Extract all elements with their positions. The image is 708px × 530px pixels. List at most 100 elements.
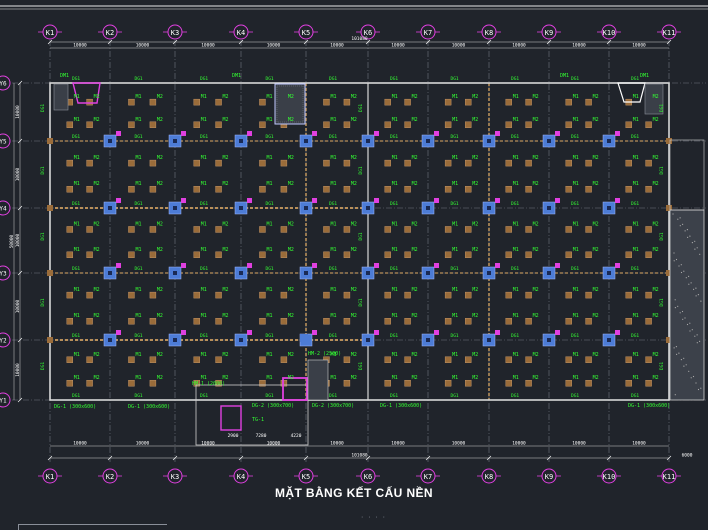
pile-cap bbox=[259, 98, 266, 106]
ramp-hatch-dot bbox=[684, 230, 686, 232]
pile-cap-label: M1 bbox=[330, 247, 336, 253]
pile-cap bbox=[215, 291, 222, 299]
pile-cap-label: M2 bbox=[223, 352, 229, 358]
pile-cap bbox=[444, 356, 452, 363]
lift-pit-top bbox=[274, 83, 306, 125]
pile-cap bbox=[585, 226, 592, 233]
pile-cap-label: M1 bbox=[266, 181, 272, 187]
dim-top-overall: 101080 bbox=[351, 36, 368, 42]
pile-cap-label: M1 bbox=[452, 287, 458, 293]
pile-cap bbox=[86, 318, 93, 325]
pile-cap bbox=[128, 98, 135, 106]
beam-label: DG1 bbox=[631, 333, 639, 339]
pile-cap-label: M1 bbox=[74, 181, 80, 187]
ramp-hatch-dot bbox=[684, 317, 686, 319]
pile-cap-label: M2 bbox=[157, 287, 163, 293]
pile-cap bbox=[215, 159, 222, 167]
pile-cap bbox=[645, 186, 652, 193]
pile-cap bbox=[323, 121, 330, 128]
pile-cap bbox=[128, 226, 135, 233]
beam-label: DG1 bbox=[72, 266, 80, 272]
pile-cap-label: M2 bbox=[94, 94, 100, 100]
pile-cap bbox=[525, 251, 532, 259]
dim-tick bbox=[17, 205, 23, 211]
ramp-hatch-dot bbox=[694, 335, 696, 337]
pile-cap-label: M2 bbox=[94, 181, 100, 187]
lift-pit-bottom bbox=[307, 359, 329, 401]
pile-cap-label: M2 bbox=[593, 155, 599, 161]
beam-label: DG1 bbox=[451, 266, 459, 272]
pile-cap-label: M2 bbox=[157, 94, 163, 100]
pile-cap-label: M1 bbox=[201, 155, 207, 161]
ramp-hatch-dot bbox=[699, 340, 701, 342]
beam-label: DG1 bbox=[72, 333, 80, 339]
dim-tick bbox=[486, 455, 492, 461]
pile-cap-label: M2 bbox=[351, 375, 357, 381]
column-core bbox=[304, 139, 308, 143]
pile-cap-label: M2 bbox=[472, 375, 478, 381]
pile-cap-label: M1 bbox=[392, 375, 398, 381]
dim-top-span: 10000 bbox=[136, 43, 150, 49]
ramp-hatch-dot bbox=[682, 318, 684, 320]
pile-cap-label: M2 bbox=[157, 352, 163, 358]
column-tag-marker bbox=[495, 131, 500, 136]
column-tag-marker bbox=[181, 263, 186, 268]
pile-cap-label: M1 bbox=[330, 375, 336, 381]
pit-marker-stair bbox=[220, 405, 242, 431]
grid-bubble-label: Y1 bbox=[0, 398, 7, 405]
pile-cap bbox=[215, 318, 222, 325]
pile-cap-label: M2 bbox=[412, 313, 418, 319]
beam-label: DG1 bbox=[631, 393, 639, 399]
pile-cap-label: M1 bbox=[633, 375, 639, 381]
pile-cap-label: M2 bbox=[653, 375, 659, 381]
pile-cap-label: M1 bbox=[74, 287, 80, 293]
dim-top-span: 10000 bbox=[330, 43, 344, 49]
pile-cap-label: M2 bbox=[157, 155, 163, 161]
pit-marker-bottom bbox=[282, 377, 308, 401]
column-tag-marker bbox=[555, 330, 560, 335]
pile-cap-label: M1 bbox=[573, 287, 579, 293]
pile-cap-label: M1 bbox=[573, 375, 579, 381]
pile-cap bbox=[149, 121, 157, 128]
pile-cap-label: M1 bbox=[513, 117, 519, 123]
beam-label-vertical: DG1 bbox=[40, 232, 46, 240]
column-tag-marker bbox=[247, 330, 252, 335]
pile-cap-label: M1 bbox=[74, 155, 80, 161]
beam-label: DG1 bbox=[511, 134, 519, 140]
edge-pile-cap bbox=[666, 138, 672, 144]
pile-cap-label: M1 bbox=[266, 155, 272, 161]
grid-bubble-label: K1 bbox=[46, 29, 54, 37]
pile-cap bbox=[404, 251, 411, 259]
column-tag-marker bbox=[615, 330, 620, 335]
pile-cap bbox=[149, 380, 157, 387]
pile-cap bbox=[259, 356, 266, 363]
pile-cap bbox=[465, 318, 472, 325]
pile-cap-label: M2 bbox=[351, 117, 357, 123]
pile-cap-label: M2 bbox=[94, 155, 100, 161]
label-stair: TG-1 bbox=[252, 417, 264, 423]
dim-tick bbox=[47, 455, 53, 461]
ramp-hatch-dot bbox=[689, 330, 691, 332]
pile-cap bbox=[565, 121, 572, 128]
pile-cap-label: M1 bbox=[392, 247, 398, 253]
edge-pile-cap bbox=[666, 337, 672, 343]
beam-label: DG1 bbox=[266, 134, 274, 140]
pile-cap bbox=[280, 356, 288, 363]
pile-cap-label: M1 bbox=[452, 117, 458, 123]
ramp-hatch-dot bbox=[695, 287, 697, 289]
model-layout-tab-strip[interactable] bbox=[18, 524, 167, 530]
stair-block-bottom bbox=[195, 384, 309, 446]
pile-cap-label: M1 bbox=[74, 221, 80, 227]
column-core bbox=[173, 271, 177, 275]
pile-cap-label: M1 bbox=[392, 155, 398, 161]
ramp-hatch-dot bbox=[692, 375, 695, 378]
pile-cap bbox=[343, 159, 351, 167]
pile-cap-label: M1 bbox=[392, 117, 398, 123]
pile-cap-label: M2 bbox=[288, 155, 294, 161]
pile-cap-label: M2 bbox=[351, 221, 357, 227]
pile-cap bbox=[343, 291, 351, 299]
pile-cap bbox=[343, 380, 351, 387]
pile-cap bbox=[625, 356, 632, 363]
